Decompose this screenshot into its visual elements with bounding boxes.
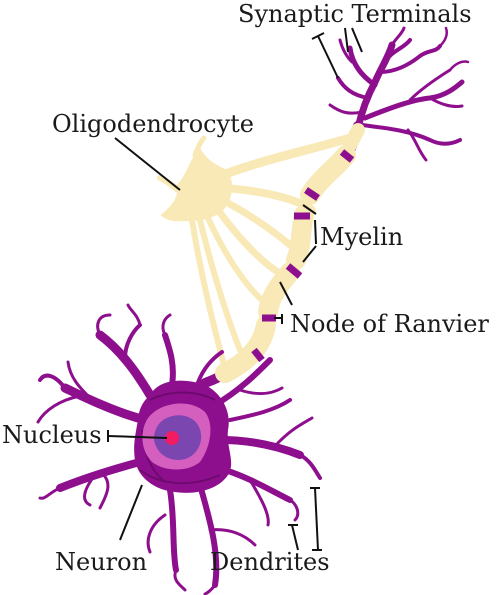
dendrites: [36, 303, 322, 595]
nucleolus: [165, 431, 179, 445]
label-node-of-ranvier: Node of Ranvier: [290, 310, 489, 338]
label-dendrites: Dendrites: [210, 548, 330, 576]
label-myelin: Myelin: [320, 223, 403, 251]
leader-lines: [107, 27, 363, 551]
oligodendrocyte: [157, 133, 355, 368]
label-nucleus: Nucleus: [2, 421, 102, 449]
label-oligodendrocyte: Oligodendrocyte: [52, 110, 254, 138]
nucleus: [142, 403, 211, 470]
neuron: [36, 303, 322, 595]
label-neuron: Neuron: [55, 548, 147, 576]
synaptic-terminals: [328, 26, 470, 162]
nodes-of-ranvier: [251, 149, 355, 363]
label-synaptic-terminals: Synaptic Terminals: [238, 0, 472, 28]
